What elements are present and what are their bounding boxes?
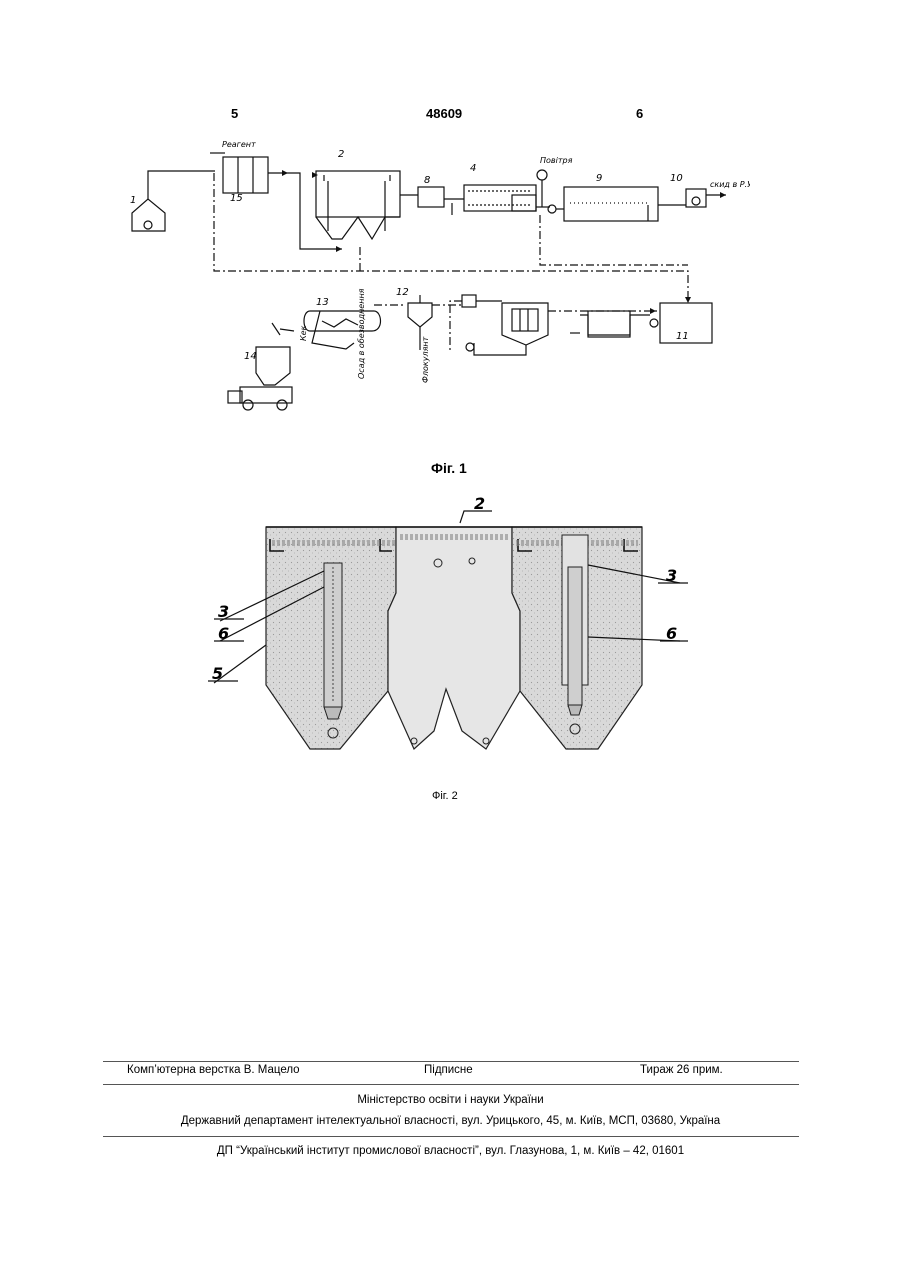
unit-9-tank <box>564 187 658 221</box>
fig1-text-sludge: Осад в обезводнення <box>357 288 366 379</box>
figure-1-caption: Фіг. 1 <box>431 460 467 476</box>
figure-1-diagram: 1 2 4 8 9 10 11 12 13 14 15 Реагент Пові… <box>110 135 750 415</box>
unit-12 <box>408 303 432 327</box>
footer-department: Державний департамент інтелектуальної вл… <box>0 1115 901 1127</box>
unit-thickener-buffer <box>588 311 630 337</box>
fig2-label-6-left: 6 <box>218 624 229 643</box>
footer-rule-top <box>103 1061 799 1062</box>
footer-layout-credit: Комп’ютерна верстка В. Мацело <box>127 1064 300 1076</box>
fig2-label-3-left: 3 <box>218 602 229 621</box>
fig1-label-8: 8 <box>424 175 430 186</box>
page-number-left: 5 <box>231 106 238 121</box>
figure-2-diagram: 2 3 6 5 3 6 <box>200 495 690 760</box>
footer-rule-bottom <box>103 1136 799 1137</box>
fig1-label-12: 12 <box>396 287 409 298</box>
fig1-label-9: 9 <box>596 173 602 184</box>
page-number-right: 6 <box>636 106 643 121</box>
unit-15-mixer <box>223 157 268 193</box>
fig1-label-11: 11 <box>676 331 689 342</box>
fig1-label-4: 4 <box>470 163 476 174</box>
fig1-text-reagent: Реагент <box>222 140 256 149</box>
footer-institute: ДП “Український інститут промислової вла… <box>0 1145 901 1157</box>
fig1-label-2: 2 <box>338 149 344 160</box>
unit-4-tank <box>464 185 536 211</box>
fig1-label-15: 15 <box>230 193 243 204</box>
footer-ministry: Міністерство освіти і науки України <box>0 1094 901 1106</box>
fig2-label-2: 2 <box>474 495 485 513</box>
fig2-label-6-right: 6 <box>666 624 677 643</box>
fig1-text-flocculant: Флокулянт <box>421 336 430 383</box>
fig1-label-13: 13 <box>316 297 329 308</box>
middle-chamber <box>388 527 520 749</box>
unit-10 <box>686 189 706 207</box>
fig1-label-10: 10 <box>670 173 683 184</box>
fig1-label-1: 1 <box>130 195 136 206</box>
figure-2-caption: Фіг. 2 <box>432 790 458 802</box>
unit-8 <box>418 187 444 207</box>
fig2-label-5: 5 <box>212 664 223 683</box>
fig1-text-cake: Кек <box>299 325 308 341</box>
footer-circulation: Тираж 26 прим. <box>640 1064 723 1076</box>
fig1-text-air: Повітря <box>540 156 573 165</box>
footer-signed: Підписне <box>424 1064 473 1076</box>
unit-14-hopper <box>256 347 290 385</box>
fig2-label-3-right: 3 <box>666 566 677 585</box>
footer-rule-middle <box>103 1084 799 1085</box>
fig1-label-14: 14 <box>244 351 257 362</box>
unit-2-tank <box>316 171 400 217</box>
patent-number: 48609 <box>426 106 462 121</box>
fig1-text-discharge: скид в Р.У. <box>710 180 750 189</box>
unit-1-hopper <box>132 199 165 231</box>
